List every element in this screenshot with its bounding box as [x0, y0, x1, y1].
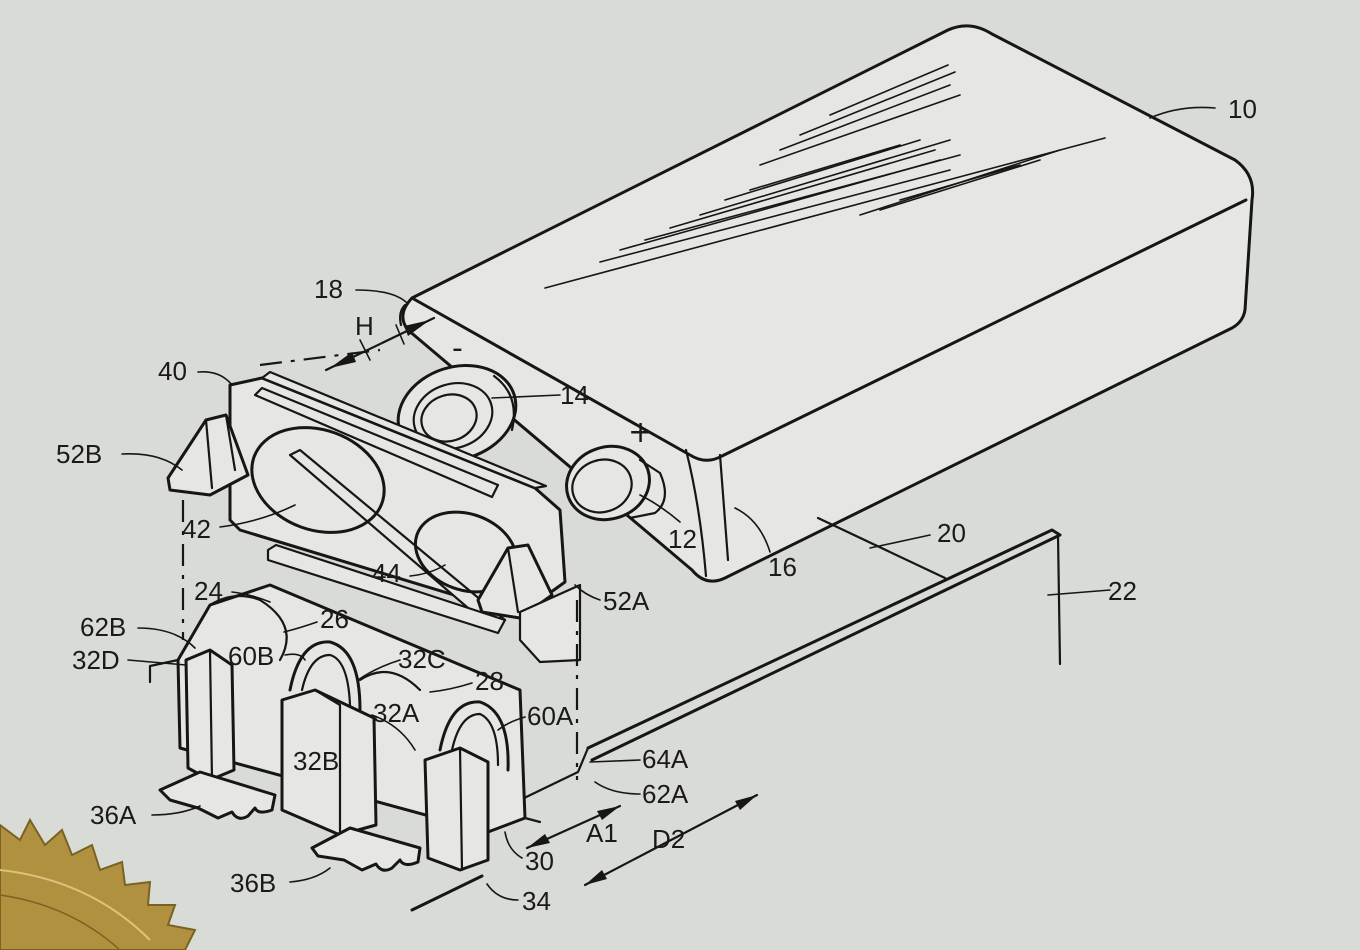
contact-32a	[423, 746, 490, 872]
label-16: 16	[768, 552, 797, 582]
label-36a: 36A	[90, 800, 137, 830]
label-26: 26	[320, 604, 349, 634]
contact-32b	[280, 688, 378, 837]
label-18: 18	[314, 274, 343, 304]
label-40: 40	[158, 356, 187, 386]
label-36b: 36B	[230, 868, 276, 898]
leader-lines	[121, 106, 1216, 901]
label-52a: 52A	[603, 586, 650, 616]
label-60a: 60A	[527, 701, 574, 731]
solder-tab-36b	[310, 826, 422, 872]
spring-60a	[438, 700, 510, 772]
label-12: 12	[668, 524, 697, 554]
label-60b: 60B	[228, 641, 274, 671]
height-dimension	[324, 316, 436, 372]
label-30: 30	[525, 846, 554, 876]
label-24: 24	[194, 576, 223, 606]
direction-arrows	[525, 793, 759, 887]
label-20: 20	[937, 518, 966, 548]
label-h: H	[355, 311, 374, 341]
minus-sign: -	[452, 331, 463, 366]
label-44: 44	[372, 558, 401, 588]
label-62b: 62B	[80, 612, 126, 642]
label-34: 34	[522, 886, 551, 916]
positive-terminal	[565, 444, 667, 522]
label-14: 14	[560, 380, 589, 410]
battery-top-hatching	[544, 64, 1106, 289]
lead-34	[410, 874, 484, 912]
label-a1: A1	[586, 818, 618, 848]
reference-labels: 10 12 14 16 18 20 22 24 26 28 30 34 40 4…	[56, 94, 1257, 916]
gold-seal	[0, 817, 197, 950]
label-62a: 62A	[642, 779, 689, 809]
label-28: 28	[475, 666, 504, 696]
plus-sign: +	[628, 415, 653, 450]
label-42: 42	[182, 514, 211, 544]
support-plate	[518, 516, 1062, 802]
label-32c: 32C	[398, 644, 446, 674]
label-52b: 52B	[56, 439, 102, 469]
contact-32d	[184, 648, 236, 782]
solder-tab-36a	[158, 770, 277, 820]
label-22: 22	[1108, 576, 1137, 606]
label-64a: 64A	[642, 744, 689, 774]
latch-52b	[166, 413, 250, 497]
label-32a: 32A	[373, 698, 420, 728]
label-32d: 32D	[72, 645, 120, 675]
connector-cap	[228, 370, 567, 635]
label-32b: 32B	[293, 746, 339, 776]
alignment-guides	[181, 348, 579, 780]
latch-52a	[476, 543, 582, 664]
label-d2: D2	[652, 824, 685, 854]
label-10: 10	[1228, 94, 1257, 124]
